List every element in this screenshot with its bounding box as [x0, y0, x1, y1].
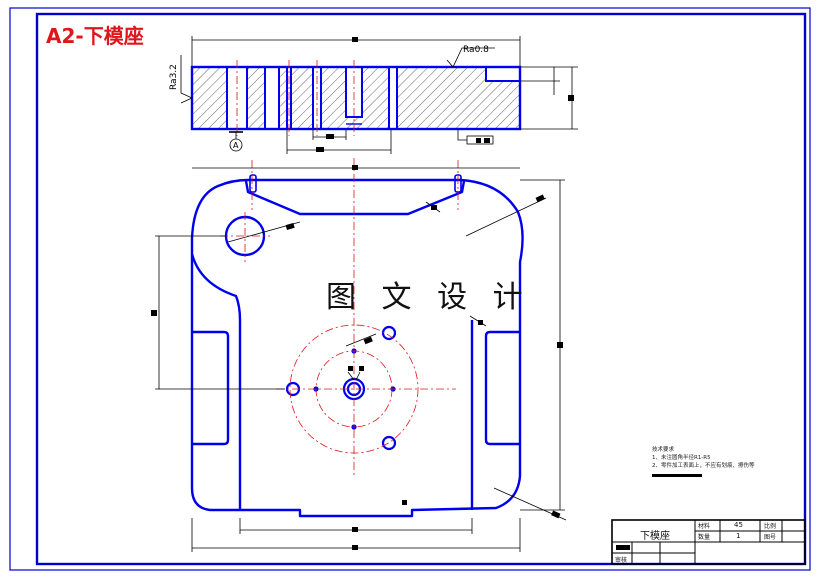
- technical-notes: 技术要求 1、未注圆角半径R1-R5 2、零件加工表面上，不应有划痕、擦伤等: [652, 446, 755, 470]
- section-view: [190, 60, 522, 136]
- title-block-material-value: 45: [734, 521, 743, 529]
- sheet-title: A2-下模座: [46, 24, 144, 48]
- title-block-drawing-no-label: 图号: [764, 534, 777, 541]
- title-block: [611, 519, 806, 565]
- notes-line-2: 2、零件加工表面上，不应有划痕、擦伤等: [652, 463, 755, 469]
- title-block-scale-label: 比例: [764, 523, 777, 530]
- datum-label: A: [233, 141, 239, 150]
- outer-border: [9, 7, 811, 571]
- notes-heading: 技术要求: [652, 447, 675, 453]
- guide-pins: [249, 174, 462, 193]
- title-block-mark: [616, 545, 630, 550]
- notes-underline: [652, 474, 702, 477]
- title-block-quantity-value: 1: [736, 532, 741, 540]
- watermark-text: 图 文 设 计: [326, 280, 531, 315]
- notes-line-1: 1、未注圆角半径R1-R5: [652, 455, 711, 461]
- roughness-side-label: Ra3.2: [169, 64, 179, 90]
- plan-view-outline: [190, 178, 524, 518]
- title-block-reviewer-label: 审核: [615, 557, 628, 564]
- center-lines: [220, 158, 459, 478]
- dimension-value-marks: [316, 37, 574, 152]
- title-block-material-label: 材料: [698, 523, 711, 530]
- center-holes: [285, 325, 397, 451]
- roughness-top-label: Ra0.8: [463, 45, 489, 55]
- inner-frame: [35, 12, 807, 566]
- plan-dimensions: [155, 167, 567, 552]
- title-block-quantity-label: 数量: [698, 534, 711, 541]
- plan-dimension-value-marks: [151, 165, 563, 550]
- title-block-part-name: 下模座: [640, 531, 670, 542]
